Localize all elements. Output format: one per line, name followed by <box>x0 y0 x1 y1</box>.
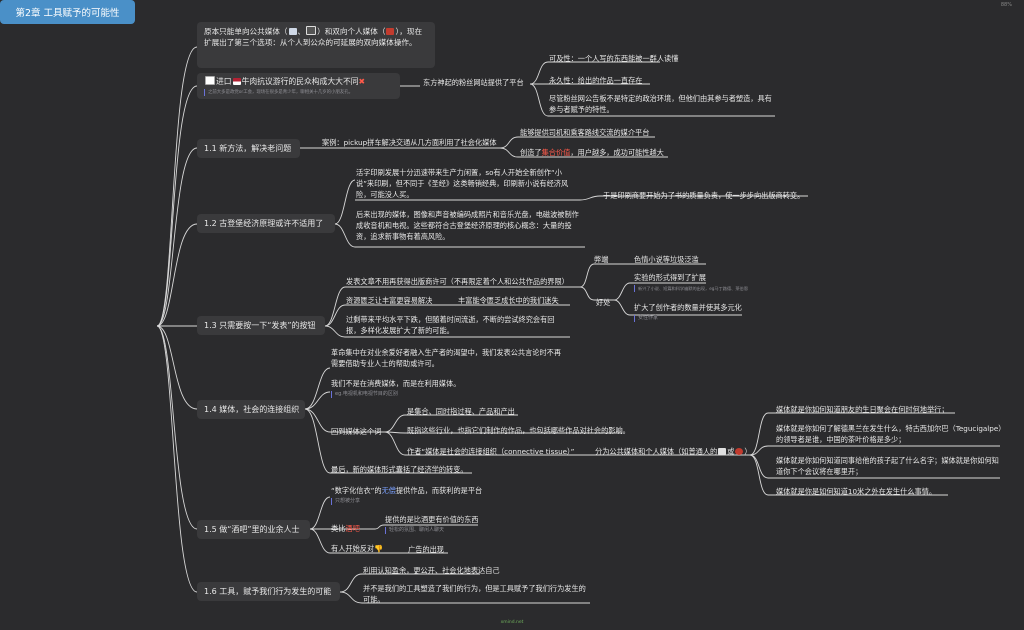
drawback-topic[interactable]: 弊端 <box>594 255 609 264</box>
ten-meters-leaf[interactable]: 媒体就是你是如何知道10米之外在发生什么事情。 <box>776 487 937 496</box>
pickup-case-topic[interactable]: 案例：pickup拼车解决交通从几方面利用了社会化媒体 <box>322 138 497 147</box>
no-permission-topic[interactable]: 发表文章不用再获得出版商许可（不再限定着个人和公共作品的界限） <box>346 277 569 286</box>
fan-board-leaf[interactable]: 尽管粉丝网公告板不是特定的政治环境，但他们由其参与者塑造，具有参与者赋予的特性。 <box>549 94 772 114</box>
printing-press-topic[interactable]: 活字印刷发展十分迅速带来生产力闲置，so有人开始全新创作“小说”来印刷，但不同于… <box>356 168 569 199</box>
tv-icon <box>718 448 727 455</box>
section-1-4-topic[interactable]: 1.4 媒体，社会的连接组织 <box>197 400 305 419</box>
section-1-1-topic[interactable]: 1.1 新方法，解决老问题 <box>197 139 300 158</box>
amateur-revolution-topic[interactable]: 革命集中在对业余爱好者融入生产者的渴望中，我们发表公共言论时不再需要借助专业人士… <box>331 348 562 368</box>
media-platform-leaf[interactable]: 能够提供司机和乘客路线交流的媒介平台 <box>520 128 650 137</box>
experiment-leaf[interactable]: 实验的形式得到了扩展 新兴了小说、短篇和科学幽默的出现，eg马丁路德、莱伯恩 <box>634 273 748 292</box>
media-word-topic[interactable]: 回到媒体这个词 <box>331 427 382 436</box>
korea-flag-icon <box>205 76 215 85</box>
scarcity-topic[interactable]: 资源匮乏让丰富更容易解决 <box>346 296 433 305</box>
creators-leaf[interactable]: 扩大了创作者的数量并使其多元化 女性作家 <box>634 303 742 322</box>
gift-icon <box>386 28 395 35</box>
fan-site-topic[interactable]: 东方神起的粉丝网站提供了平台 <box>423 78 524 87</box>
later-media-topic[interactable]: 后来出现的媒体，图像和声音被编码成照片和音乐光盘，电磁波被制作成收音机和电视。这… <box>356 210 579 241</box>
birthday-leaf[interactable]: 媒体就是你如何知道朋友的生日聚会在何时何地举行； <box>776 405 949 414</box>
economics-topic[interactable]: 最后，新的媒体形式囊括了经济学的转变。 <box>331 465 468 474</box>
root-topic-label: 第2章 工具赋予的可能性 <box>15 8 120 19</box>
korea-protest-topic[interactable]: 进口牛肉抗议游行的民众构成大大不同✖ 之前大多是政党or工会，现场在很多是青少年… <box>197 73 400 99</box>
abundance-leaf[interactable]: 丰富能令匮乏成长中的我们迷失 <box>458 296 559 305</box>
media-split-leaf[interactable]: 分为公共媒体和个人媒体（如普通人的或） <box>595 447 752 456</box>
us-flag-icon <box>232 78 241 85</box>
permanence-leaf[interactable]: 永久性：给出的作品一直存在 <box>549 76 643 85</box>
benefit-topic[interactable]: 好处 <box>596 298 611 307</box>
bar-value-leaf[interactable]: 提供的是比酒更有价值的东西 轻松的氛围、聊闲人聊天 <box>385 515 479 534</box>
clapper-icon <box>306 26 317 35</box>
thumbs-down-icon: 👎 <box>374 544 384 553</box>
collection-leaf[interactable]: 是集合、同时指过程、产品和产出 <box>407 407 515 416</box>
free-work-topic[interactable]: “数字化信衣”的无偿提供作品，而获利的是平台 只想被分享 <box>331 486 483 505</box>
tools-enable-topic[interactable]: 并不是我们的工具塑造了我们的行为，但是工具赋予了我们行为发生的可能。 <box>363 584 586 604</box>
industry-leaf[interactable]: 既指这些行业，也指它们制作的作品，也包括哪些作品对社会的影响。 <box>407 426 630 435</box>
collective-value-leaf[interactable]: 创造了集合价值，用户越多，成功可能性越大 <box>520 148 664 157</box>
ads-leaf[interactable]: 广告的出现 <box>408 545 444 554</box>
root-topic[interactable]: 第2章 工具赋予的可能性 <box>0 0 135 24</box>
book-icon <box>288 28 297 35</box>
colleague-leaf[interactable]: 媒体就是你如何知道同事给他的孩子起了什么名字；媒体就是你如何知道你下个会议将在哪… <box>776 456 999 476</box>
section-1-2-topic[interactable]: 1.2 古登堡经济原理或许不适用了 <box>197 214 335 233</box>
cognitive-surplus-topic[interactable]: 利用认知盈余，更公开、社会化地表达自己 <box>363 566 500 575</box>
surplus-topic[interactable]: 过剩带来平均水平下跌，但随着时间流逝，不断的尝试终究会有回报，多样化发展扩大了新… <box>346 315 555 335</box>
section-1-5-topic[interactable]: 1.5 做“酒吧”里的业余人士 <box>197 520 310 539</box>
zoom-level: 88% <box>1000 2 1012 8</box>
analogy-topic[interactable]: 类比酒吧 <box>331 524 360 533</box>
opposition-topic[interactable]: 有人开始反对👎 <box>331 544 384 553</box>
cross-mark-icon: ✖ <box>358 77 366 86</box>
connective-tissue-leaf[interactable]: 作者“媒体是社会的连接组织（connective tissue）” <box>407 447 575 456</box>
use-media-topic[interactable]: 我们不是在消费媒体，而是在利用媒体。 eg.电视机和电视节目的区别 <box>331 379 461 398</box>
korea-protest-note: 之前大多是政党or工会，现场在很多是青少年，聊相关十几岁的小朋友孔。 <box>204 89 393 96</box>
intro-topic[interactable]: 原本只能单向公共媒体（、）和双向个人媒体（），现在扩展出了第三个选项：从个人到公… <box>197 22 435 68</box>
publisher-shift-leaf[interactable]: 于是印刷商要开始为了书的质量负责，使一步步向出版商转变。 <box>603 191 805 200</box>
section-1-6-topic[interactable]: 1.6 工具，赋予我们行为发生的可能 <box>197 582 340 601</box>
red-circle-icon <box>735 448 744 455</box>
tehran-leaf[interactable]: 媒体就是你如何了解德黑兰在发生什么，特古西加尔巴（Tegucigalpe）的领导… <box>776 424 1002 444</box>
footer-watermark: xmind.net <box>500 620 524 625</box>
accessibility-leaf[interactable]: 可及性：一个人写的东西能被一群人读懂 <box>549 54 679 63</box>
spam-leaf[interactable]: 色情小说等垃圾泛滥 <box>634 255 699 264</box>
section-1-3-topic[interactable]: 1.3 只需要按一下“发表”的按钮 <box>197 316 325 335</box>
